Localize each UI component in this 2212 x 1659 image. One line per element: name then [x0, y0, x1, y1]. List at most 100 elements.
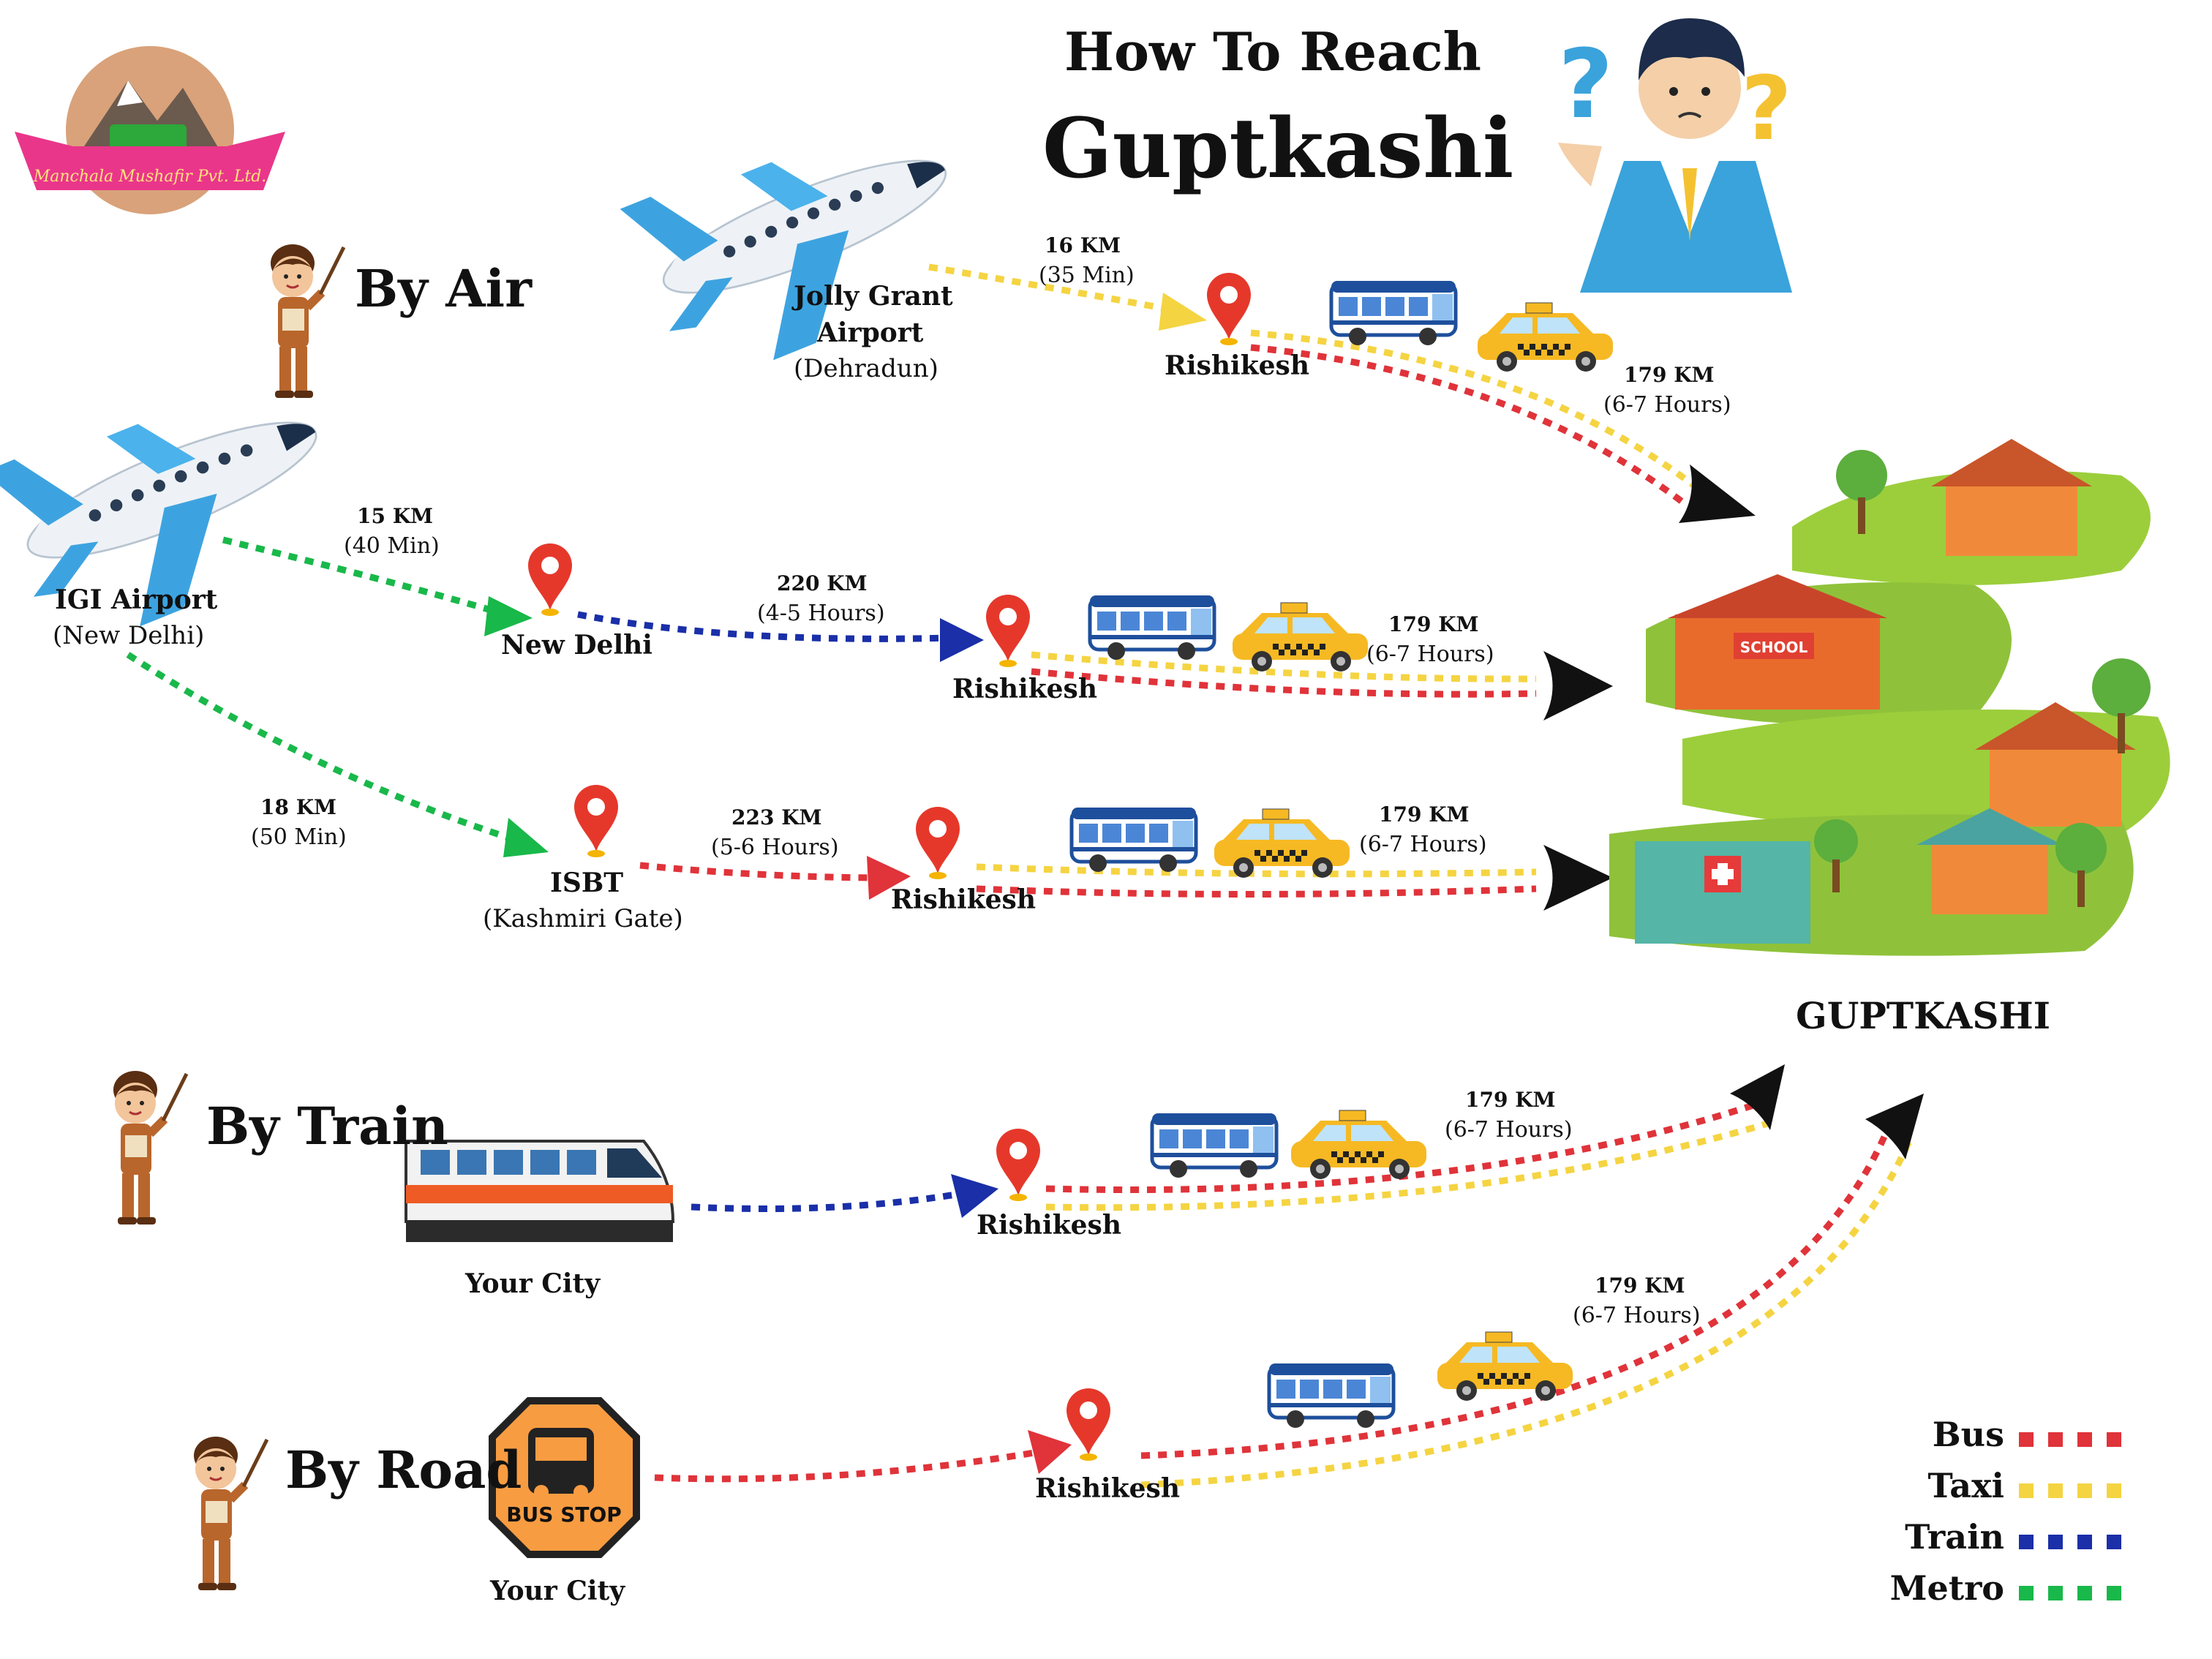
route-train-guptkashi-taxi	[1045, 1119, 1772, 1211]
arrow-blue-train	[951, 1174, 998, 1218]
map-pin-icon-rishikesh-train	[996, 1129, 1040, 1201]
route-rishikesh-guptkashi-bus-2	[1031, 668, 1537, 698]
section-by-air: By Air	[355, 258, 532, 319]
arrow-red-rishikesh	[867, 856, 911, 900]
igi-leg2-distance: 220 KM	[777, 571, 868, 595]
map-pin-icon-rishikesh-road	[1066, 1388, 1110, 1461]
jolly-name-line2: Airport	[817, 317, 924, 348]
jolly-leg1-distance: 16 KM	[1045, 233, 1121, 257]
taxi-icon-3	[1214, 808, 1350, 879]
arrow-yellow-jolly	[1159, 293, 1207, 331]
jolly-city: (Dehradun)	[794, 354, 938, 383]
presenter-boy-icon-train	[113, 1071, 187, 1224]
page-title-line2: Guptkashi	[1042, 101, 1514, 197]
arrow-black-2	[1543, 651, 1613, 721]
isbt-leg3-duration: (6-7 Hours)	[1359, 832, 1487, 857]
isbt-sub: (Kashmiri Gate)	[483, 904, 683, 933]
map-pin-icon-rishikesh-2	[986, 595, 1030, 667]
route-road-rishikesh	[654, 1448, 1039, 1483]
legend-train: Train	[1905, 1517, 2004, 1557]
taxi-icon-2	[1232, 602, 1369, 672]
bus-icon-5	[1269, 1363, 1393, 1428]
igi-leg3-distance: 179 KM	[1388, 612, 1479, 636]
bus-icon-1	[1331, 281, 1456, 345]
presenter-boy-icon-road	[194, 1437, 267, 1590]
road-origin: Your City	[490, 1576, 625, 1606]
isbt-leg1-distance: 18 KM	[260, 795, 337, 819]
road-stop-rishikesh: Rishikesh	[1035, 1473, 1180, 1504]
route-train-guptkashi-bus	[1045, 1101, 1757, 1194]
route-igi-newdelhi-metro	[222, 536, 503, 617]
arrow-black-4	[1730, 1064, 1785, 1130]
legend-metro: Metro	[1889, 1568, 2004, 1608]
jolly-stop-rishikesh: Rishikesh	[1165, 350, 1309, 381]
route-jolly-taxi	[928, 263, 1178, 315]
arrow-black-5	[1865, 1094, 1924, 1159]
road-leg-duration: (6-7 Hours)	[1573, 1303, 1701, 1328]
jolly-name-line1: Jolly Grant	[794, 281, 953, 312]
route-rishikesh-guptkashi-taxi-2	[1031, 651, 1537, 682]
arrow-black-1	[1679, 464, 1756, 523]
isbt-stop-rishikesh: Rishikesh	[891, 884, 1036, 915]
arrow-blue-rishikesh	[940, 618, 984, 662]
route-igi-isbt-metro	[126, 652, 521, 845]
arrow-green-newdelhi	[484, 596, 533, 636]
svg-text:?: ?	[1741, 59, 1792, 160]
presenter-boy-icon-air	[271, 244, 344, 398]
bus-icon-4	[1152, 1113, 1276, 1178]
route-road-guptkashi-bus	[1140, 1129, 1891, 1459]
bus-icon-3	[1072, 808, 1196, 872]
train-leg-duration: (6-7 Hours)	[1445, 1117, 1573, 1143]
igi-leg3-duration: (6-7 Hours)	[1366, 642, 1494, 667]
train-leg-distance: 179 KM	[1465, 1088, 1556, 1112]
jolly-leg2-distance: 179 KM	[1624, 363, 1715, 387]
bus-icon-2	[1090, 595, 1214, 660]
route-newdelhi-rishikesh-train	[577, 611, 952, 642]
bus-stop-sign-icon: BUS STOP	[489, 1397, 640, 1558]
legend-bus: Bus	[1932, 1415, 2004, 1454]
train-origin: Your City	[465, 1268, 601, 1299]
route-jolly-rishikesh-bus	[1250, 344, 1688, 508]
isbt-leg1-duration: (50 Min)	[251, 824, 347, 850]
destination-label: GUPTKASHI	[1796, 994, 2051, 1037]
isbt-leg2-distance: 223 KM	[731, 805, 822, 830]
arrowheads	[484, 293, 1924, 1474]
arrow-black-3	[1543, 845, 1613, 911]
route-train-rishikesh	[691, 1189, 970, 1212]
jolly-leg1-duration: (35 Min)	[1039, 263, 1135, 288]
map-pin-icon-rishikesh-3	[916, 807, 960, 879]
train-icon	[405, 1140, 675, 1242]
isbt-label: ISBT	[550, 868, 624, 898]
svg-text:?: ?	[1558, 29, 1613, 140]
route-isbt-rishikesh-bus	[639, 862, 889, 881]
school-sign: SCHOOL	[1740, 639, 1808, 656]
igi-leg2-duration: (4-5 Hours)	[757, 601, 885, 626]
page-title-line1: How To Reach	[1064, 20, 1481, 83]
airplane-icon-jolly	[619, 89, 988, 394]
igi-leg1-distance: 15 KM	[357, 504, 434, 528]
route-jolly-rishikesh-taxi	[1250, 329, 1707, 497]
legend-taxi: Taxi	[1927, 1466, 2004, 1505]
guptkashi-town-illustration: SCHOOL	[1609, 439, 2170, 956]
igi-stop-rishikesh: Rishikesh	[952, 674, 1097, 704]
confused-man-icon: ? ?	[1558, 18, 1792, 293]
train-stop-rishikesh: Rishikesh	[977, 1210, 1121, 1241]
road-leg-distance: 179 KM	[1595, 1274, 1685, 1298]
map-pin-icon-jolly-rishikesh	[1207, 273, 1251, 345]
map-pin-icon-new-delhi	[528, 543, 572, 616]
isbt-leg3-distance: 179 KM	[1379, 802, 1470, 827]
igi-city: (New Delhi)	[53, 621, 205, 650]
igi-stop-new-delhi: New Delhi	[501, 630, 652, 661]
route-road-guptkashi-taxi	[1140, 1140, 1913, 1489]
igi-airport-label: IGI Airport	[55, 584, 218, 615]
isbt-leg2-duration: (5-6 Hours)	[711, 835, 839, 860]
legend-swatches	[2019, 1432, 2121, 1600]
arrow-green-isbt	[503, 818, 549, 857]
jolly-leg2-duration: (6-7 Hours)	[1603, 392, 1731, 418]
section-by-train: By Train	[206, 1096, 448, 1156]
route-rishikesh-guptkashi-bus-3	[976, 885, 1537, 898]
section-by-road: By Road	[285, 1440, 522, 1500]
bus-stop-sign-text: BUS STOP	[506, 1502, 622, 1527]
map-pin-icon-isbt	[574, 785, 618, 857]
